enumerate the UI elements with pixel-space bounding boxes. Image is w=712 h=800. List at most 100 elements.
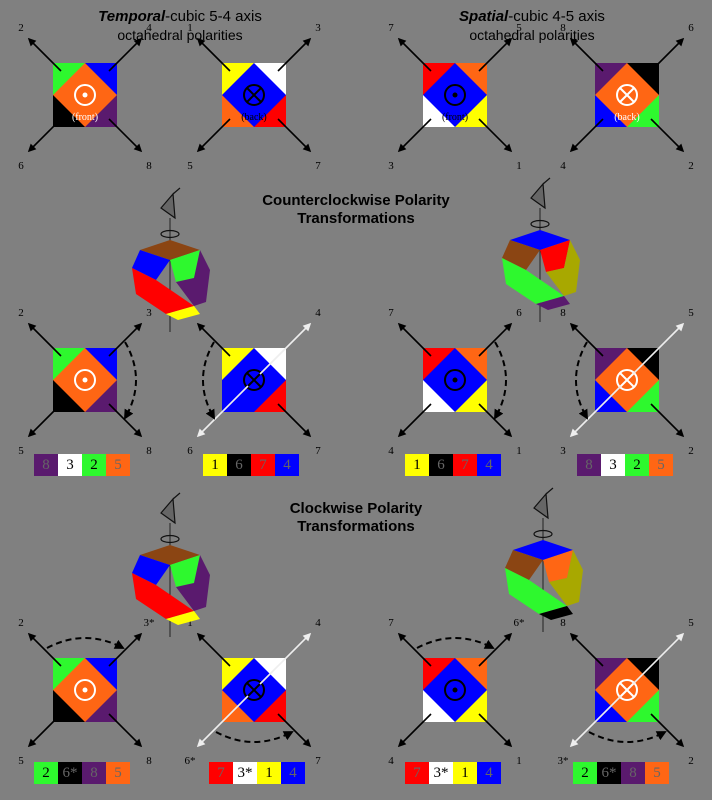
- symbol-cross-b: [619, 682, 635, 698]
- axis-arrow: [397, 713, 432, 748]
- vertex-number: 8: [560, 307, 566, 319]
- vertex-number: 1: [187, 22, 193, 34]
- strip-cell: 2: [625, 454, 649, 476]
- axis-arrow: [27, 37, 62, 72]
- strip-cell: 8: [621, 762, 645, 784]
- axis-arrow: [650, 403, 685, 438]
- eye-icon: [533, 487, 554, 520]
- axis-arrow: [196, 118, 231, 153]
- vertex-number: 5: [18, 445, 24, 457]
- axis-arrow: [108, 322, 143, 357]
- axis-arrow: [196, 695, 249, 748]
- cube-face-rside: [549, 550, 583, 606]
- strip-cell: 1: [257, 762, 281, 784]
- strip-cell: 3: [601, 454, 625, 476]
- vertex-number: 4: [146, 22, 152, 34]
- cube-face-rside: [176, 250, 210, 306]
- vertex-number: 3*: [558, 755, 569, 767]
- rotation-arrow-icon: [533, 529, 553, 539]
- symbol-cross-b: [619, 372, 635, 388]
- symbol-ring: [444, 84, 466, 106]
- axis-arrow: [650, 118, 685, 153]
- axis-arrow: [196, 632, 231, 667]
- eye-shape: [533, 492, 549, 520]
- face-label: (front): [72, 112, 98, 123]
- cube-face-front: [505, 568, 567, 614]
- strip-cell: 1: [405, 454, 429, 476]
- cube-face-right: [540, 240, 570, 272]
- strip-cell: 3*: [429, 762, 453, 784]
- vertex-number: 3: [388, 160, 394, 172]
- vertex-number: 6*: [514, 617, 525, 629]
- strip-cell: 8: [82, 762, 106, 784]
- axis-arrow: [478, 322, 513, 357]
- rotation-arc: [46, 637, 125, 649]
- vertex-number: 1: [516, 755, 522, 767]
- vertex-number: 8: [560, 22, 566, 34]
- symbol-ring: [243, 369, 265, 391]
- symbol-ring: [74, 369, 96, 391]
- axis-arrow: [277, 403, 312, 438]
- cube-cw-temporal-cube: [132, 492, 210, 637]
- strip-cell: 6: [227, 454, 251, 476]
- rotation-arrow-icon: [160, 229, 180, 239]
- axis-arrow: [196, 37, 231, 72]
- vertex-number: 4: [560, 160, 566, 172]
- eye-shape: [160, 497, 176, 525]
- axis-arrow: [108, 632, 143, 667]
- axis-arrow: [650, 37, 685, 72]
- vertex-number: 1: [516, 160, 522, 172]
- vertex-number: 7: [315, 445, 321, 457]
- cube-face-bottom: [536, 296, 570, 310]
- rotation-arc: [215, 731, 294, 743]
- cross-in-circle-icon: [243, 369, 265, 391]
- strip-cell: 7: [405, 762, 429, 784]
- axis-arrow: [632, 322, 685, 375]
- vertex-number: 5: [688, 307, 694, 319]
- eye-shape: [160, 192, 176, 220]
- symbol-dot: [82, 687, 88, 693]
- dot-in-circle-icon: [444, 84, 466, 106]
- vertex-number: 7: [388, 22, 394, 34]
- cross-in-circle-icon: [616, 369, 638, 391]
- axis-arrow: [569, 37, 604, 72]
- vertex-number: 2: [688, 160, 694, 172]
- cube-face-left: [132, 250, 170, 280]
- symbol-dot: [452, 687, 458, 693]
- cw-title-line1: Clockwise Polarity: [289, 500, 423, 517]
- temporal-heading: Temporal-cubic 5-4 axis octahedral polar…: [60, 8, 300, 44]
- cube-face-left: [505, 550, 543, 580]
- vertex-number: 4: [315, 307, 321, 319]
- axis-arrow: [632, 632, 685, 685]
- ccw-title-line2: Transformations: [297, 210, 415, 227]
- vertex-number: 1: [516, 445, 522, 457]
- strip-cell: 5: [106, 454, 130, 476]
- eye-lash: [542, 177, 551, 185]
- cube-face-rside: [546, 240, 580, 296]
- axis-arrow: [277, 37, 312, 72]
- axis-arrow: [27, 713, 62, 748]
- axis-arrow: [108, 713, 143, 748]
- face-label: (back): [614, 112, 640, 123]
- vertex-number: 5: [18, 755, 24, 767]
- vertex-number: 7: [315, 755, 321, 767]
- strip-cell: 8: [577, 454, 601, 476]
- symbol-dot: [452, 377, 458, 383]
- symbol-ring: [74, 84, 96, 106]
- vertex-number: 3: [315, 22, 321, 34]
- axis-arrow: [108, 37, 143, 72]
- vertex-number: 5: [187, 160, 193, 172]
- cube-ccw-temporal-cube: [132, 187, 210, 332]
- panel-ccw-temporal-back: 1467: [187, 307, 321, 457]
- axis-arrow: [569, 632, 604, 667]
- symbol-cross-b: [246, 87, 262, 103]
- face-label: (front): [442, 112, 468, 123]
- vertex-number: 6: [688, 22, 694, 34]
- symbol-ring: [444, 369, 466, 391]
- axis-arrow: [277, 713, 312, 748]
- axis-arrow: [397, 632, 432, 667]
